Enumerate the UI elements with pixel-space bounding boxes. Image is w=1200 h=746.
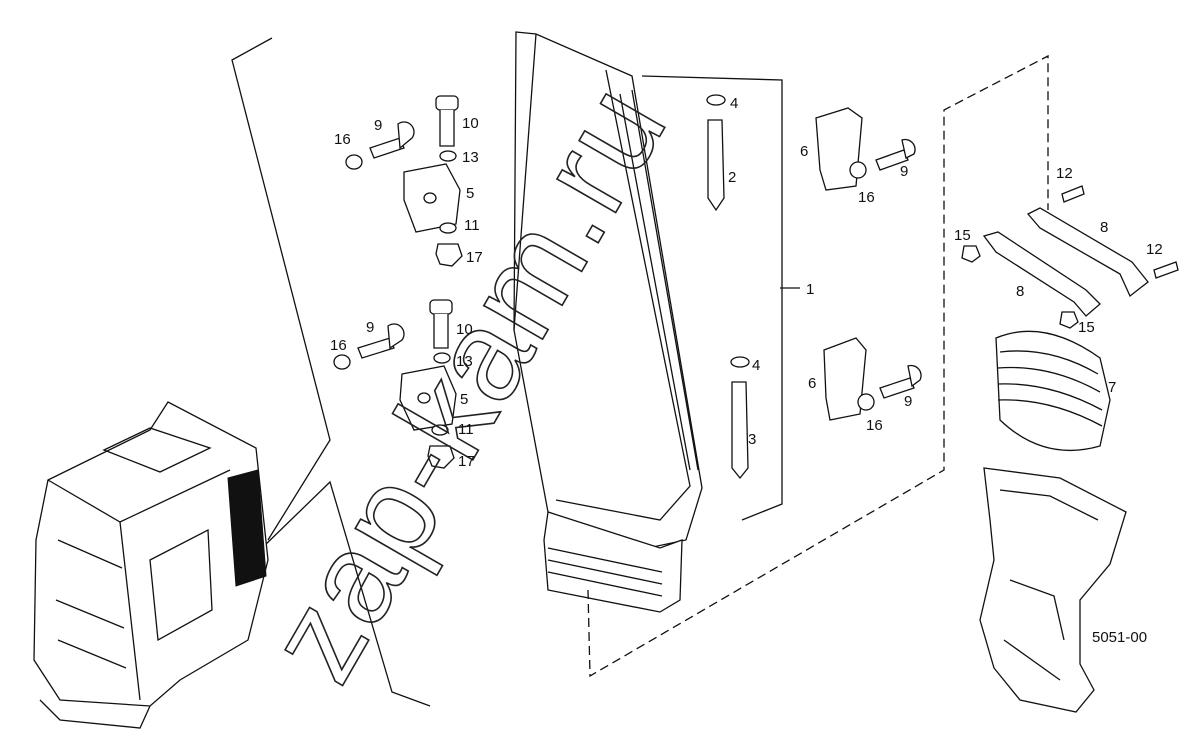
callout-9-lower-right: 9 <box>904 393 912 410</box>
drawing-code: 5051-00 <box>1092 629 1147 646</box>
callout-8-lower: 8 <box>1016 283 1024 300</box>
callout-16-upper-left: 16 <box>334 131 351 148</box>
callout-7: 7 <box>1108 379 1116 396</box>
callout-15-right: 15 <box>1078 319 1095 336</box>
callout-5-upper: 5 <box>466 185 474 202</box>
callout-1: 1 <box>806 281 814 298</box>
truck-cab-illustration <box>33 401 269 729</box>
air-intake-duct <box>513 31 783 613</box>
callout-9-upper-left: 9 <box>374 117 382 134</box>
callout-6-upper: 6 <box>800 143 808 160</box>
callout-17-lower: 17 <box>458 453 475 470</box>
callout-9-upper-right: 9 <box>900 163 908 180</box>
clamp-straps <box>961 185 1179 329</box>
callout-16-upper-right: 16 <box>858 189 875 206</box>
cab-leader-lines <box>231 37 431 707</box>
callout-labels: 1 2 3 4 4 5 5 6 6 7 8 8 9 9 9 9 10 10 11… <box>330 95 1163 470</box>
callout-12-upper: 12 <box>1056 165 1073 182</box>
callout-3: 3 <box>748 431 756 448</box>
lower-intake-housing <box>979 467 1127 713</box>
callout-5-lower: 5 <box>460 391 468 408</box>
assembly-boundary <box>587 54 1049 678</box>
lower-bolt-set <box>333 299 457 469</box>
callout-9-lower-left: 9 <box>366 319 374 336</box>
callout-13-upper: 13 <box>462 149 479 166</box>
callout-4-upper: 4 <box>730 95 738 112</box>
bellows-hose <box>995 330 1111 452</box>
callout-15-left: 15 <box>954 227 971 244</box>
callout-2: 2 <box>728 169 736 186</box>
upper-bolt-set <box>345 95 463 267</box>
callout-16-lower-left: 16 <box>330 337 347 354</box>
callout-6-lower: 6 <box>808 375 816 392</box>
callout-16-lower-right: 16 <box>866 417 883 434</box>
callout-13-lower: 13 <box>456 353 473 370</box>
callout-17-upper: 17 <box>466 249 483 266</box>
callout-4-lower: 4 <box>752 357 760 374</box>
callout-8-upper: 8 <box>1100 219 1108 236</box>
callout-11-upper: 11 <box>464 217 480 234</box>
callout-10-upper: 10 <box>462 115 479 132</box>
callout-12-lower: 12 <box>1146 241 1163 258</box>
callout-10-lower: 10 <box>456 321 473 338</box>
mounting-brackets <box>815 107 922 421</box>
stud-parts <box>706 94 750 480</box>
callout-11-lower: 11 <box>458 421 474 438</box>
